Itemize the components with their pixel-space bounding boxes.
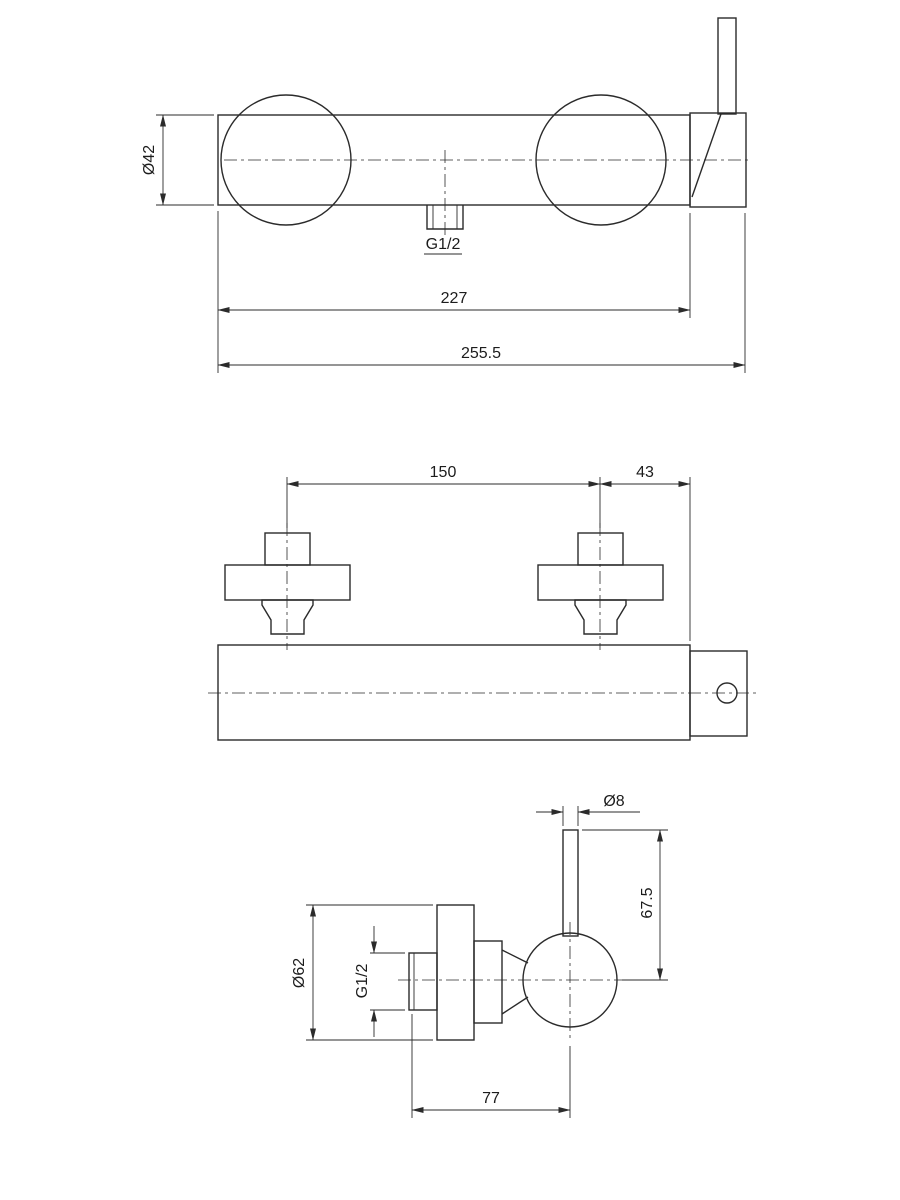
dim-depth: 77 <box>411 1014 571 1118</box>
dim-handle-height: 67.5 <box>582 829 668 981</box>
connector-neck-bottom <box>501 996 529 1015</box>
right-fitting-connector <box>577 532 624 566</box>
dim-label-center-distance: 150 <box>430 464 457 481</box>
dim-outlet-thread: G1/2 <box>424 236 462 255</box>
dim-label-inlet-thread: G1/2 <box>354 964 371 999</box>
dim-overall-width: 255.5 <box>217 213 746 373</box>
right-fitting-escutcheon <box>537 564 664 601</box>
mixer-body-plan <box>217 644 691 741</box>
connector-neck-top <box>501 949 529 964</box>
side-view: Ø8 67.5 Ø62 G1/2 77 <box>291 793 668 1118</box>
right-fitting-nut <box>574 599 627 635</box>
left-fitting-connector <box>264 532 311 566</box>
front-view: G1/2 Ø42 227 255.5 <box>141 17 752 373</box>
dim-label-outlet-thread: G1/2 <box>426 236 461 253</box>
right-escutcheon-circle <box>535 94 667 226</box>
valve-body-side <box>522 932 618 1028</box>
outlet-nipple <box>426 205 464 230</box>
dim-label-mounting-width: 227 <box>441 290 468 307</box>
handle-rod-side <box>562 829 579 937</box>
left-fitting-escutcheon <box>224 564 351 601</box>
dim-inlet-thread: G1/2 <box>354 926 405 1037</box>
handle-rod-plan <box>716 682 738 704</box>
dim-mounting-width: 227 <box>217 211 691 373</box>
valve-body-plan <box>689 650 748 737</box>
left-wall-fitting <box>224 532 351 635</box>
dim-label-depth: 77 <box>482 1090 500 1107</box>
plan-view: 150 43 <box>208 464 758 741</box>
handle-rod-front <box>717 17 737 115</box>
dim-label-overall-width: 255.5 <box>461 345 501 362</box>
dim-escutcheon-diameter: Ø62 <box>291 904 433 1041</box>
left-fitting-nut <box>261 599 314 635</box>
escutcheon-side <box>436 904 475 1041</box>
dim-body-diameter: Ø42 <box>141 114 214 206</box>
dim-label-escutcheon-diameter: Ø62 <box>291 958 308 988</box>
body-connector-side <box>473 940 503 1024</box>
dim-label-body-diameter: Ø42 <box>141 145 158 175</box>
right-wall-fitting <box>537 532 664 635</box>
dim-label-valve-offset: 43 <box>636 464 654 481</box>
dim-label-handle-height: 67.5 <box>639 887 656 918</box>
dim-label-handle-rod-diameter: Ø8 <box>603 793 624 810</box>
dim-handle-rod-diameter: Ø8 <box>536 793 640 826</box>
inlet-thread-side <box>408 952 438 1011</box>
lever-profile-line <box>691 113 722 198</box>
dim-center-distance: 150 43 <box>286 464 691 641</box>
left-escutcheon-circle <box>220 94 352 226</box>
